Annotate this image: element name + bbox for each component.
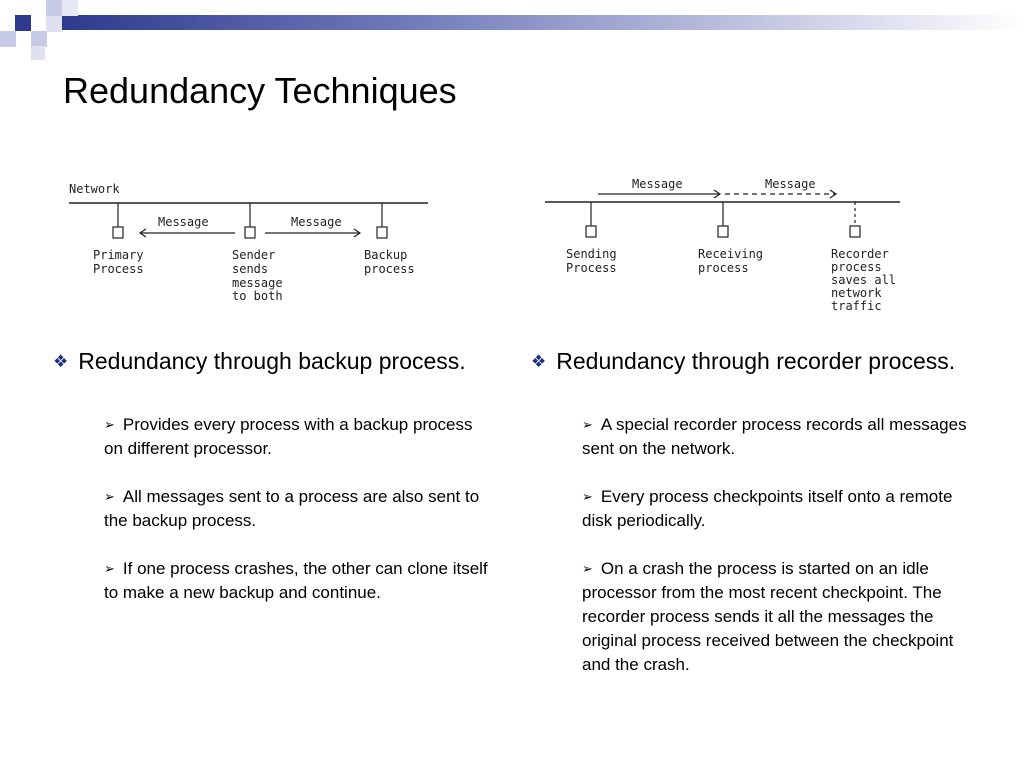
message-1-label: Message [632,177,683,191]
backup-heading: ❖ Redundancy through backup process. [53,346,493,377]
recorder-column: ❖Redundancy through recorder process. ➢A… [531,346,971,701]
sending-label-1: Sending [566,247,617,261]
message-right-arrowhead [353,228,362,238]
list-item-text: All messages sent to a process are also … [104,487,480,530]
arrow-bullet-icon: ➢ [582,561,593,576]
slide-title: Redundancy Techniques [63,70,457,111]
arrow-bullet-icon: ➢ [582,417,593,432]
recorder-process-node [849,225,861,238]
backup-label-2: process [364,262,415,276]
list-item-text: Every process checkpoints itself onto a … [582,487,953,530]
recorder-diagram-graphic: Message Message Sending Process Receivin… [545,177,900,313]
diamond-bullet-icon: ❖ [531,352,547,371]
sender-label-3: message [232,276,283,290]
backup-diagram-graphic: Network Message Message Primary Process … [69,182,428,303]
list-item: ➢Provides every process with a backup pr… [104,413,494,461]
recorder-label-4: network [831,286,882,300]
list-item: ➢A special recorder process records all … [582,413,972,461]
backup-process-node [376,226,388,239]
message-right-label: Message [291,215,342,229]
arrow-bullet-icon: ➢ [104,417,115,432]
backup-points: ➢Provides every process with a backup pr… [104,413,494,605]
arrow-bullet-icon: ➢ [104,489,115,504]
list-item-text: On a crash the process is started on an … [582,559,954,674]
list-item-text: Provides every process with a backup pro… [104,415,473,458]
primary-label-1: Primary [93,248,144,262]
header-square-1 [15,15,31,31]
recorder-label-3: saves all [831,273,896,287]
sender-label-4: to both [232,289,283,303]
receiving-label-2: process [698,261,749,275]
recorder-process-diagram: Message Message Sending Process Receivin… [540,172,920,322]
list-item-text: If one process crashes, the other can cl… [104,559,488,602]
backup-process-diagram: Network Message Message Primary Process … [60,175,440,315]
message-left-label: Message [158,215,209,229]
header-decoration [0,0,1024,60]
header-square-7 [31,46,45,60]
recorder-label-2: process [831,260,882,274]
header-square-5 [31,31,47,47]
header-square-4 [0,31,16,47]
recorder-label-1: Recorder [831,247,889,261]
arrow-bullet-icon: ➢ [104,561,115,576]
message-2-label: Message [765,177,816,191]
message-1-arrowhead [713,189,722,199]
list-item-text: A special recorder process records all m… [582,415,967,458]
message-left-arrowhead [138,228,147,238]
recorder-label-5: traffic [831,299,882,313]
primary-process-node [112,226,124,239]
list-item: ➢Every process checkpoints itself onto a… [582,485,972,533]
sender-node [244,226,256,239]
sender-label-1: Sender [232,248,275,262]
list-item: ➢All messages sent to a process are also… [104,485,494,533]
receiving-label-1: Receiving [698,247,763,261]
header-square-2 [46,0,62,16]
receiving-process-node [717,225,729,238]
sending-label-2: Process [566,261,617,275]
sender-label-2: sends [232,262,268,276]
recorder-heading: ❖ Redundancy through recorder process. [531,346,971,377]
header-square-3 [62,0,78,16]
list-item: ➢On a crash the process is started on an… [582,557,972,677]
backup-label-1: Backup [364,248,407,262]
network-label: Network [69,182,120,196]
header-square-6 [46,16,62,32]
diamond-bullet-icon: ❖ [53,352,69,371]
message-2-arrowhead [829,189,838,199]
recorder-heading-text: Redundancy through recorder process. [556,348,956,374]
recorder-points: ➢A special recorder process records all … [582,413,972,677]
backup-heading-text: Redundancy through backup process. [78,348,466,374]
backup-column: ❖Redundancy through backup process. ➢Pro… [53,346,493,629]
sending-process-node [585,225,597,238]
header-gradient-bar [60,15,1024,30]
primary-label-2: Process [93,262,144,276]
arrow-bullet-icon: ➢ [582,489,593,504]
header-decoration-graphic [0,0,1024,60]
list-item: ➢If one process crashes, the other can c… [104,557,494,605]
